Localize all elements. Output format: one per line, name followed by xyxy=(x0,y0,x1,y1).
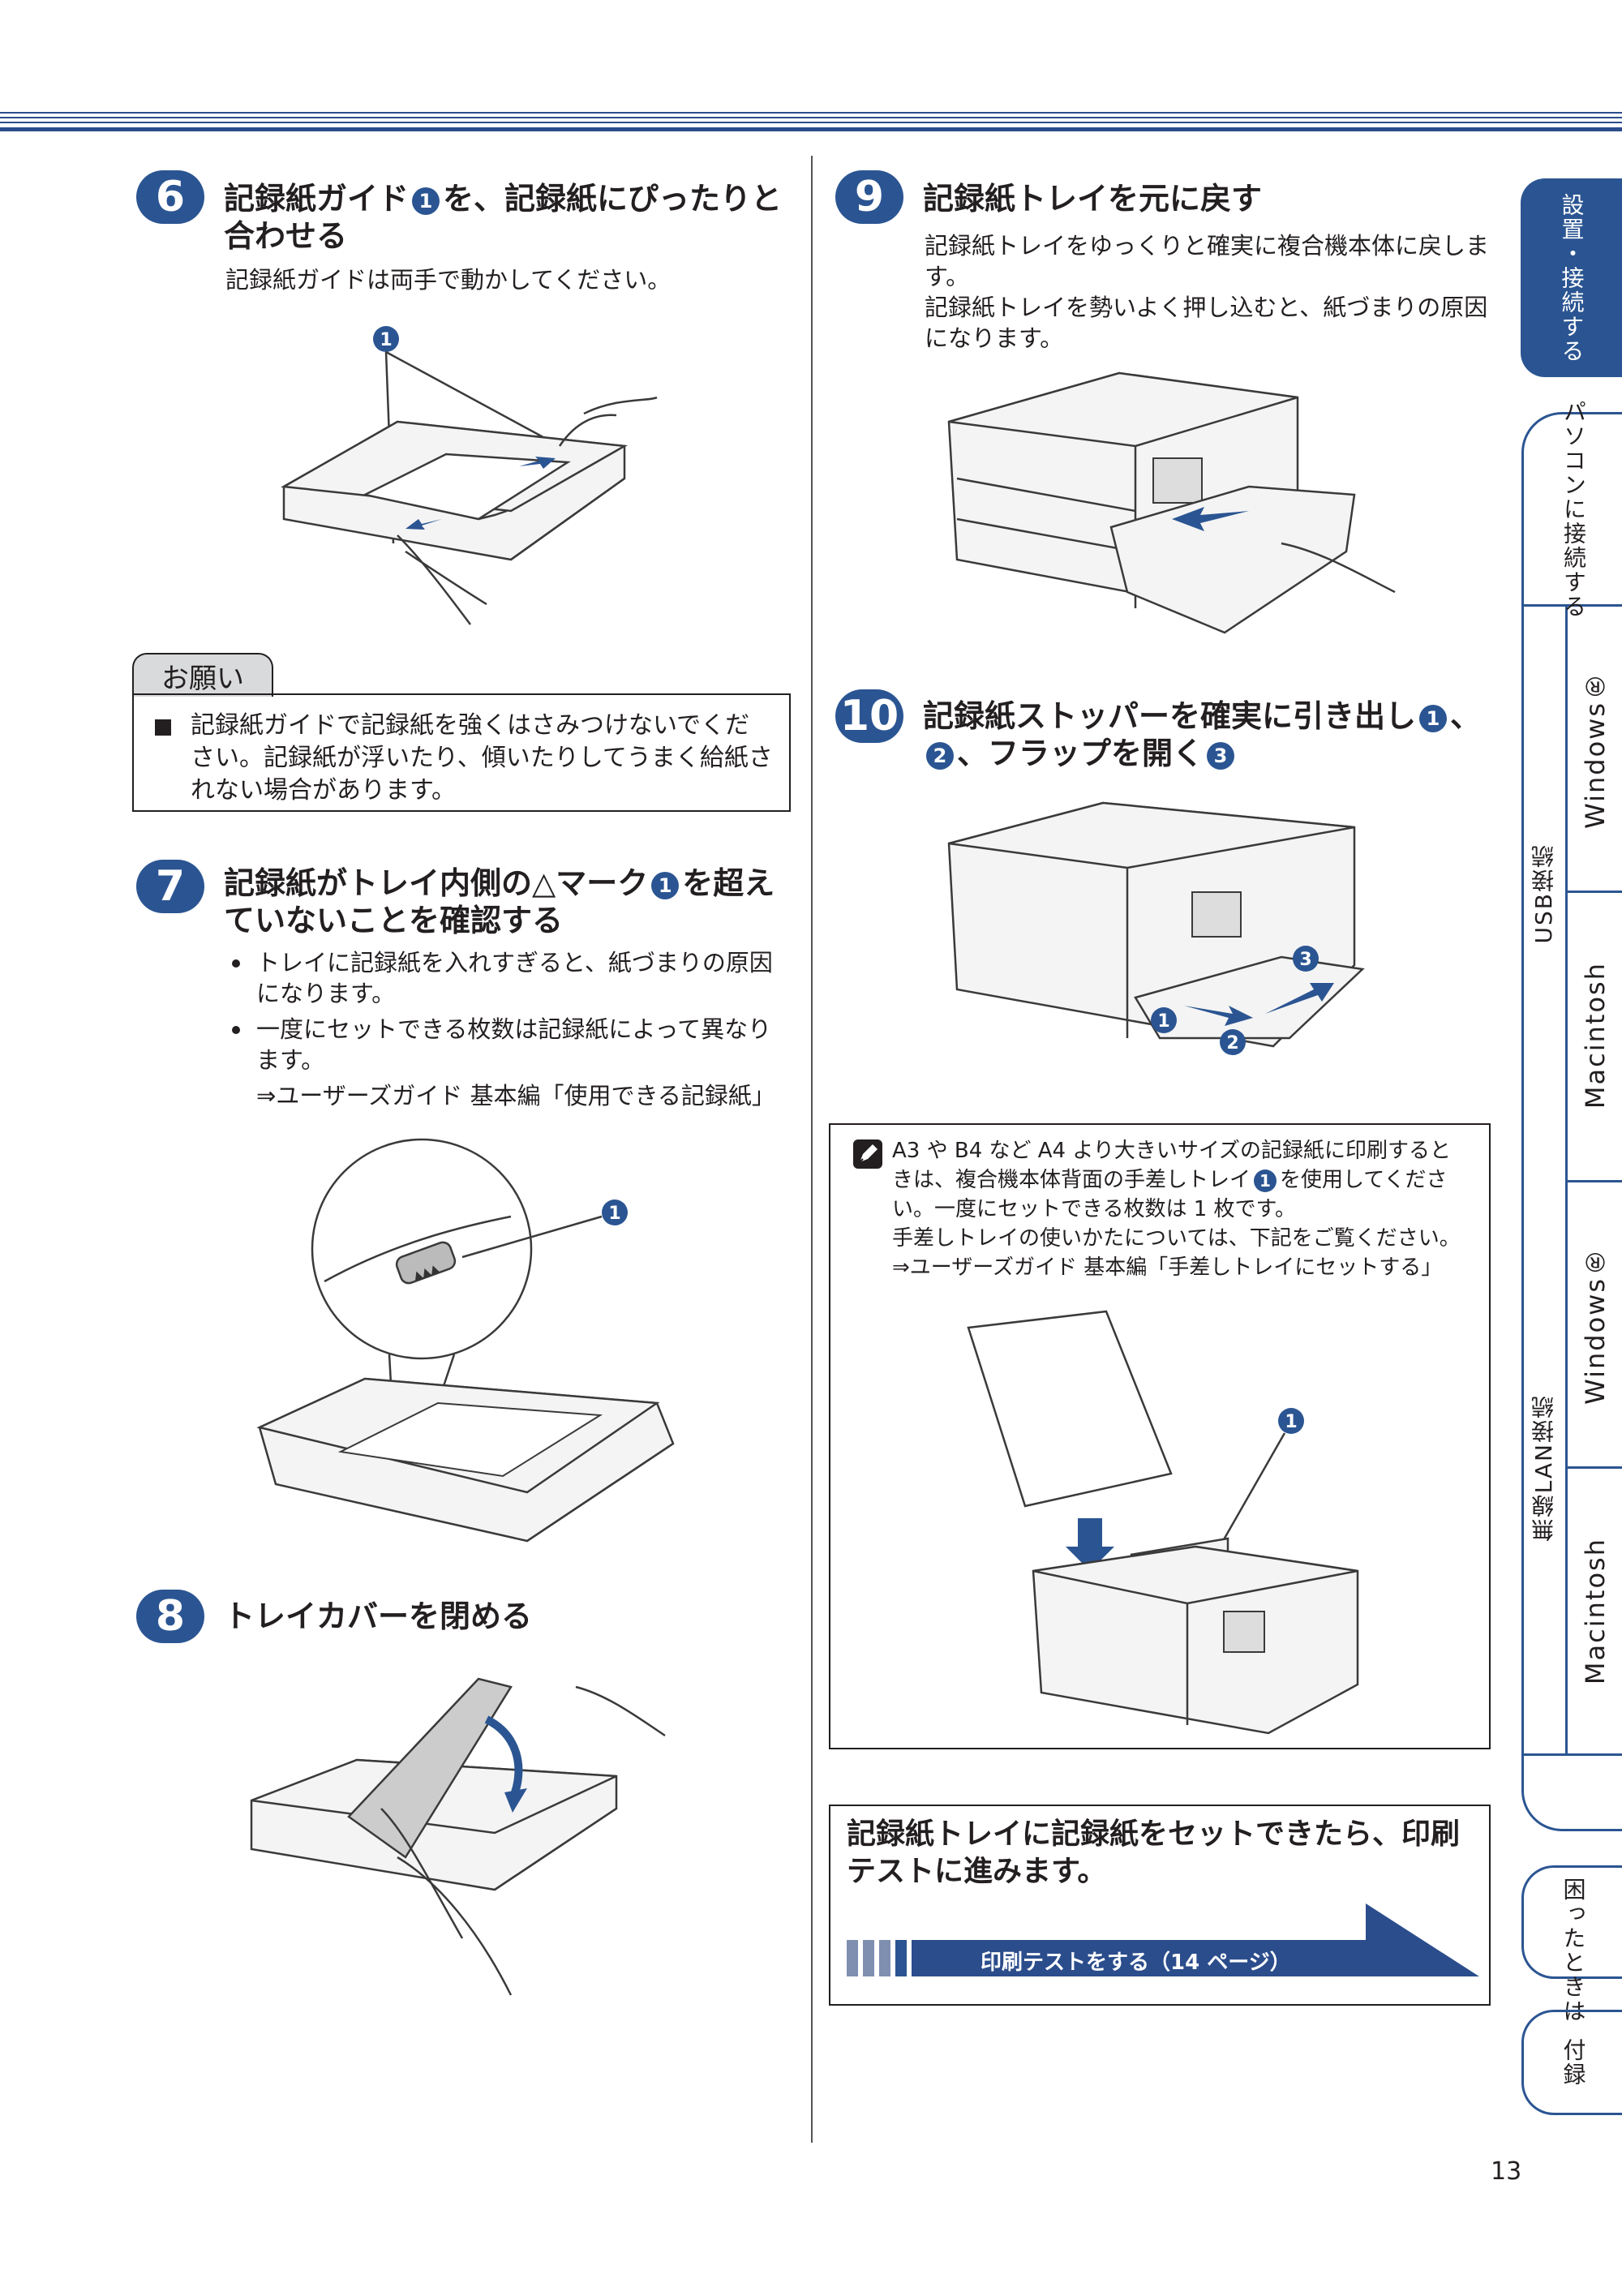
side-tab-divider-1 xyxy=(1523,604,1622,607)
square-bullet-icon xyxy=(155,719,171,736)
side-tab-usb-windows[interactable]: Windows® xyxy=(1579,668,1611,829)
page-number: 13 xyxy=(1491,2157,1522,2186)
illustration-printer-insert-tray xyxy=(947,371,1396,634)
note-box: A3 や B4 など A4 より大きいサイズの記録紙に印刷すると きは、複合機本… xyxy=(829,1123,1491,1749)
step-badge-10: 10 xyxy=(835,689,903,743)
side-tab-usb[interactable]: USB接続 xyxy=(1530,843,1557,944)
step-badge-7: 7 xyxy=(136,860,204,913)
callout-1: 1 xyxy=(1419,704,1448,732)
callout-1: 1 xyxy=(1285,1412,1297,1432)
side-tab-divider-usb xyxy=(1565,891,1622,893)
step-badge-6: 6 xyxy=(136,170,204,224)
step-7-reference: ⇒ユーザーズガイド 基本編「使用できる記録紙」 xyxy=(256,1082,775,1109)
print-test-link[interactable]: 印刷テストをする（14 ページ） xyxy=(980,1951,1291,1975)
caution-text: 記録紙ガイドで記録紙を強くはさみつけないでください。記録紙が浮いたり、傾いたりし… xyxy=(191,711,773,805)
callout-3: 3 xyxy=(1299,950,1311,970)
step-7-bullets: トレイに記録紙を入れすぎると、紙づまりの原因になります。 一度にセットできる枚数… xyxy=(225,947,793,1111)
callout-1: 1 xyxy=(608,1204,620,1224)
callout-1: 1 xyxy=(412,187,440,215)
caution-tab: お願い xyxy=(132,653,273,697)
side-tab-wlan-windows[interactable]: Windows® xyxy=(1579,1244,1611,1405)
step-7-bullet-2: 一度にセットできる枚数は記録紙によって異なります。 xyxy=(225,1014,793,1075)
callout-1: 1 xyxy=(1254,1169,1277,1192)
step-9-title: 記録紙トレイを元に戻す xyxy=(923,181,1263,217)
callout-3: 3 xyxy=(1207,741,1235,770)
callout-1: 1 xyxy=(380,330,392,350)
next-step-box: 記録紙トレイに記録紙をセットできたら、印刷テストに進みます。 印刷テストをする（… xyxy=(829,1805,1491,2006)
column-divider xyxy=(811,156,813,2143)
illustration-paper-guide: 1 xyxy=(281,326,658,625)
illustration-manual-feed: 1 xyxy=(967,1310,1359,1735)
caution-box: 記録紙ガイドで記録紙を強くはさみつけないでください。記録紙が浮いたり、傾いたりし… xyxy=(132,693,791,812)
header-rule-thin-2 xyxy=(0,117,1622,118)
illustration-printer-stopper: 1 2 3 xyxy=(947,801,1365,1055)
callout-2: 2 xyxy=(1226,1033,1238,1054)
illustration-tray-mark: ▲▲▲ 1 xyxy=(256,1138,675,1543)
side-tab-vline xyxy=(1565,604,1568,1754)
side-tab-appendix[interactable]: 付録 xyxy=(1521,2010,1622,2115)
side-tab-pc[interactable]: パソコンに接続する xyxy=(1560,399,1587,619)
note-text: A3 や B4 など A4 より大きいサイズの記録紙に印刷すると きは、複合機本… xyxy=(892,1139,1461,1280)
header-rule-thick xyxy=(0,127,1622,131)
illustration-tray-cover xyxy=(250,1677,666,1996)
callout-1: 1 xyxy=(651,871,680,899)
step-8-title: トレイカバーを閉める xyxy=(224,1599,533,1634)
side-tab-divider-3 xyxy=(1523,1753,1622,1756)
side-tab-trouble[interactable]: 困ったときは xyxy=(1521,1865,1622,2023)
side-tab-frame xyxy=(1521,412,1622,1831)
header-rule-thin-1 xyxy=(0,112,1622,114)
step-7-bullet-1: トレイに記録紙を入れすぎると、紙づまりの原因になります。 xyxy=(225,947,793,1009)
callout-1: 1 xyxy=(1157,1011,1169,1032)
side-tab-wlan[interactable]: 無線LAN接続 xyxy=(1530,1393,1557,1543)
side-tab-wlan-mac[interactable]: Macintosh xyxy=(1579,1537,1611,1685)
step-9-body: 記録紙トレイをゆっくりと確実に複合機本体に戻します。 記録紙トレイを勢いよく押し… xyxy=(925,232,1490,352)
side-tab-divider-2 xyxy=(1565,1180,1622,1182)
step-badge-9: 9 xyxy=(835,170,903,224)
header-rule-thin-3 xyxy=(0,122,1622,123)
step-6-body: 記録紙ガイドは両手で動かしてください。 xyxy=(225,266,672,294)
side-tab-usb-mac[interactable]: Macintosh xyxy=(1579,961,1611,1109)
side-tab-setup[interactable]: 設置・接続する xyxy=(1521,178,1622,377)
step-badge-8: 8 xyxy=(136,1590,204,1643)
pencil-note-icon xyxy=(853,1139,882,1169)
callout-2: 2 xyxy=(926,741,954,770)
next-step-text: 記録紙トレイに記録紙をセットできたら、印刷テストに進みます。 xyxy=(847,1817,1461,1888)
side-tab-divider-wlan xyxy=(1565,1466,1622,1469)
next-step-arrow-decoration xyxy=(847,1903,1479,1976)
